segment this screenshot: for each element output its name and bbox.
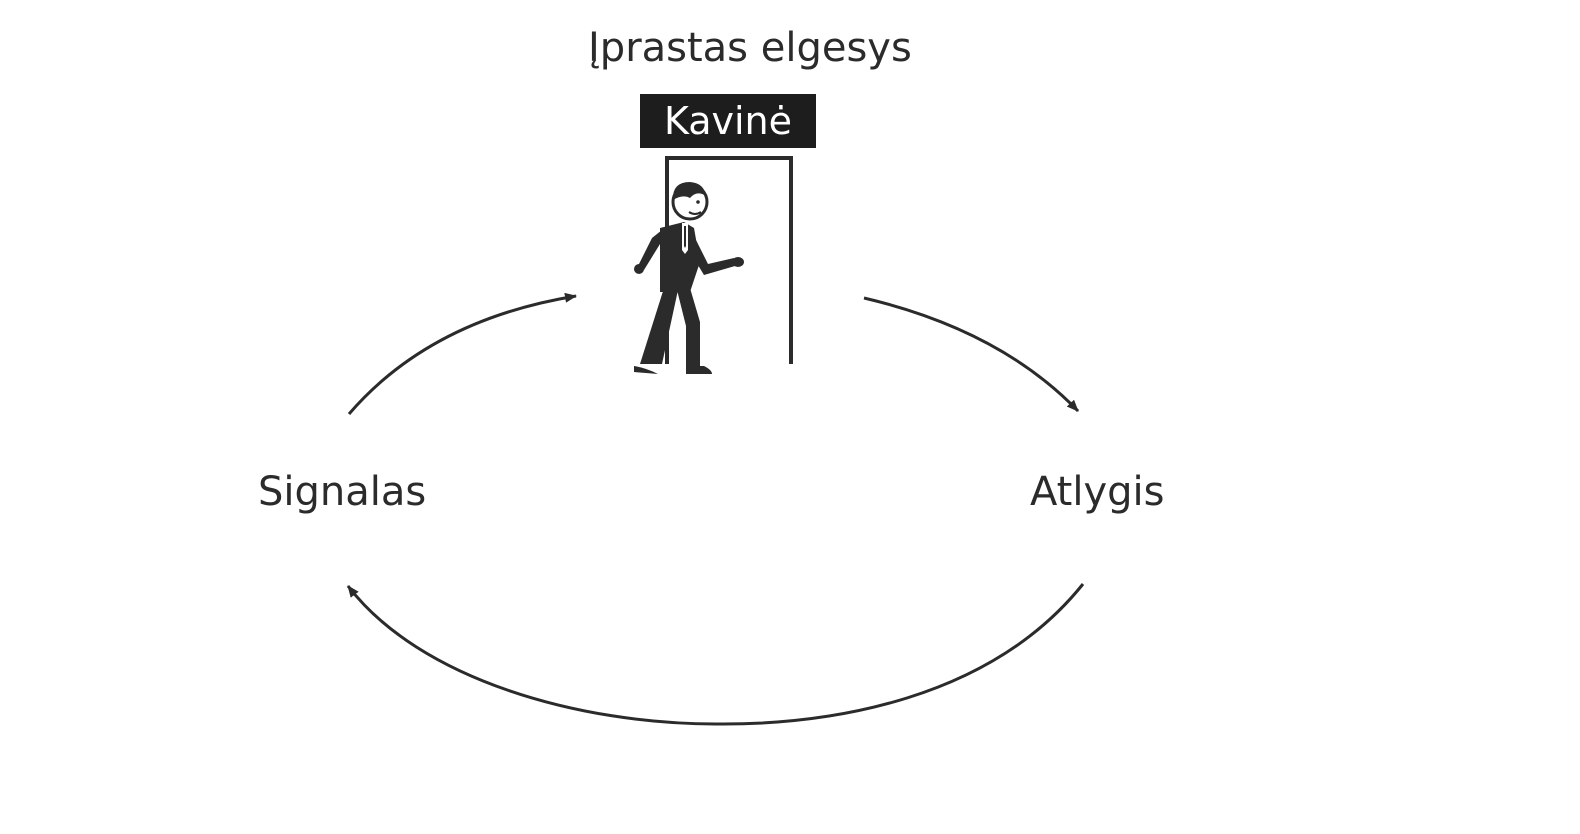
arrow-cue-to-routine xyxy=(349,296,576,414)
diagram-title-routine: Įprastas elgesys xyxy=(588,28,912,68)
arrow-routine-to-reward xyxy=(864,298,1078,411)
arrow-reward-to-cue xyxy=(348,584,1083,724)
reward-label: Atlygis xyxy=(1030,472,1164,512)
cafe-sign: Kavinė xyxy=(640,94,816,148)
person-walking-icon xyxy=(634,182,744,374)
cue-label: Signalas xyxy=(258,472,426,512)
